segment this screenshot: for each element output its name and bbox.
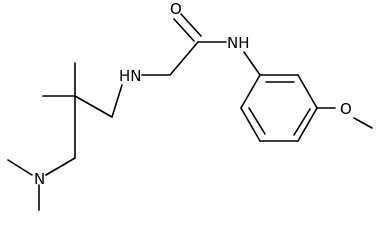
- atom-o-carbonyl: O: [170, 0, 182, 18]
- bond-ring-2: [297, 74, 318, 109]
- structure-diagram: O NH HN N O: [7, 0, 373, 211]
- bond-cq-ch2: [74, 95, 113, 118]
- bond-ring-inner-2: [293, 108, 311, 136]
- bond-nh-ring: [243, 51, 261, 76]
- bond-ring-5: [240, 107, 261, 142]
- bond-ch2-carbonyl: [169, 41, 199, 76]
- atom-labels: O NH HN N O: [34, 0, 352, 188]
- bond-ring-inner-3: [248, 107, 266, 135]
- bond-co-double-b: [180, 13, 202, 37]
- atom-n-dimethylamino: N: [34, 170, 45, 188]
- bond-ch2-nh: [111, 84, 123, 118]
- bond-ring-6: [240, 74, 261, 109]
- bond-n-ch2: [45, 157, 76, 176]
- atom-hn-amine: HN: [119, 67, 142, 85]
- bonds: [7, 13, 373, 211]
- bond-o-methyl: [353, 117, 373, 129]
- atom-nh-amide: NH: [227, 34, 250, 52]
- bond-co-double-a: [173, 18, 195, 42]
- bond-n-methyl-upper: [7, 159, 33, 176]
- atom-o-methoxy: O: [340, 100, 352, 118]
- bond-ring-3: [297, 107, 318, 142]
